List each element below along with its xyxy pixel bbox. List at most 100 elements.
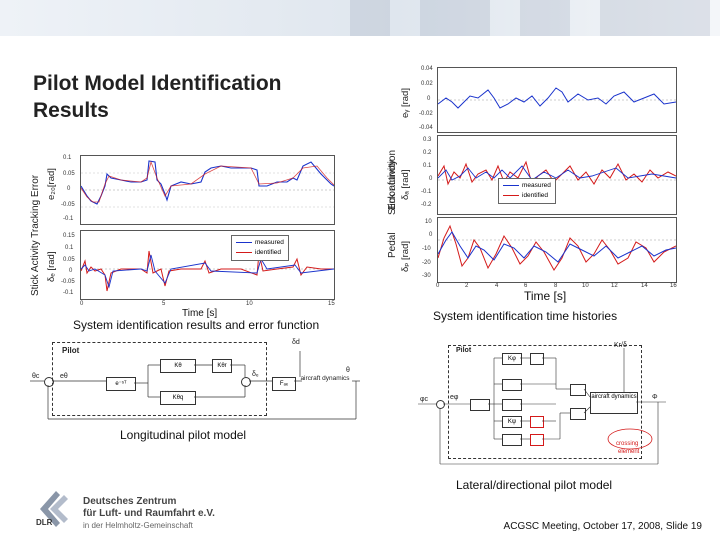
right-top-ytick: -0.04 <box>419 125 433 131</box>
rate-gain-block: Kθq <box>160 391 196 405</box>
left-bottom-ylabel: δₑ [rad] <box>46 251 57 282</box>
right-bottom-ytick: -10 <box>422 246 431 252</box>
lateral-wires <box>418 348 666 465</box>
legend-item-measured: measured <box>236 238 284 248</box>
right-bottom-plot <box>437 224 677 271</box>
legend-label: identified <box>255 249 282 256</box>
right-chart-legend: measured identified <box>498 178 556 204</box>
right-top-panel <box>437 67 677 133</box>
right-stick-ylabel: Stick activity <box>387 159 398 215</box>
right-mid-ytick: 0.3 <box>423 137 432 143</box>
slide-footer-info: ACGSC Meeting, October 17, 2008, Slide 1… <box>503 521 702 532</box>
header-banner <box>0 0 720 36</box>
legend-item-identified: identified <box>236 248 284 258</box>
left-xtick: 0 <box>80 301 84 307</box>
gain-block <box>502 434 522 446</box>
legend-label: measured <box>255 239 284 246</box>
left-bottom-ytick: 0 <box>69 268 73 274</box>
missing-element-label-2: element <box>618 449 640 455</box>
left-chart-legend: measured identified <box>231 235 289 261</box>
right-xtick: 2 <box>465 283 469 289</box>
right-xtick: 12 <box>611 283 618 289</box>
right-top-plot <box>437 87 677 109</box>
logo-line2: für Luft- und Raumfahrt e.V. <box>83 508 215 519</box>
right-xtick: 16 <box>670 283 677 289</box>
left-bottom-ytick: 0.05 <box>63 257 75 263</box>
legend-swatch-blue <box>503 184 519 186</box>
gain-block: Kθ <box>160 359 196 373</box>
right-xtick: 6 <box>524 283 528 289</box>
left-chart-caption: System identification results and error … <box>73 318 320 332</box>
right-stick-unit: δₐ [rad] <box>400 169 411 200</box>
right-bottom-panel <box>437 217 677 283</box>
right-mid-ytick: 0.1 <box>423 163 432 169</box>
left-top-ytick: -0.05 <box>61 202 75 208</box>
right-top-ytick: 0.04 <box>421 66 433 72</box>
right-mid-ytick: 0 <box>429 176 433 182</box>
gain-block <box>530 434 544 446</box>
banner-stripe <box>350 0 390 36</box>
left-bottom-ytick: 0.1 <box>65 245 74 251</box>
transfer-block <box>570 408 586 420</box>
left-top-plot <box>80 160 335 208</box>
input-label: θc <box>32 373 40 380</box>
right-xtick: 0 <box>436 283 440 289</box>
pilot-label: Pilot <box>62 346 80 355</box>
right-xtick: 8 <box>554 283 558 289</box>
right-top-ytick: -0.02 <box>419 111 433 117</box>
right-xlabel: Time [s] <box>524 289 567 303</box>
right-bottom-ytick: 0 <box>429 232 433 238</box>
right-pedal-unit: δₚ [rad] <box>400 240 411 272</box>
error-label: eθ <box>60 373 68 380</box>
roll-gain-block: Kφ <box>502 353 522 365</box>
logo-line1: Deutsches Zentrum <box>83 496 177 507</box>
plant-block: aircraft dynamics <box>590 392 638 414</box>
crossfeed-label: Kr/δ <box>614 342 627 349</box>
delay-block <box>470 399 490 411</box>
input-label: φc <box>420 396 429 403</box>
right-chart-caption: System identification time histories <box>433 309 618 323</box>
longitudinal-wires <box>30 351 360 420</box>
left-outer-ylabel: Stick Activity Tracking Error <box>30 174 41 296</box>
left-xlabel: Time [s] <box>182 308 218 319</box>
left-bottom-ytick: -0.1 <box>63 290 74 296</box>
left-bottom-panel: measured identified <box>80 230 335 300</box>
right-diagram-caption: Lateral/directional pilot model <box>456 478 613 492</box>
right-mid-ytick: -0.1 <box>421 189 432 195</box>
lateral-diagram: Pilot φc eφ Kφ Kψ aircraft dynamics Kr/δ… <box>418 342 668 467</box>
banner-stripe <box>600 0 710 36</box>
k-block: Kθr <box>212 359 232 373</box>
gain-block <box>502 399 522 411</box>
sum-junction-icon <box>44 377 54 387</box>
legend-swatch-red <box>503 194 519 196</box>
right-mid-ytick: 0.2 <box>423 150 432 156</box>
delay-block: e⁻ˢᵀ <box>106 377 136 391</box>
left-top-panel <box>80 155 335 225</box>
right-xtick: 10 <box>582 283 589 289</box>
slide-title: Pilot Model Identification Results <box>33 70 353 124</box>
left-bottom-plot <box>80 250 335 292</box>
legend-label: measured <box>522 182 551 189</box>
pilot-label: Pilot <box>456 347 472 354</box>
banner-stripe <box>520 0 570 36</box>
left-diagram-caption: Longitudinal pilot model <box>120 428 247 442</box>
left-xtick: 15 <box>328 301 335 307</box>
left-xtick: 5 <box>162 301 166 307</box>
plant-label: aircraft dynamics <box>300 375 350 382</box>
left-top-ytick: 0 <box>67 186 71 192</box>
transfer-block <box>570 384 586 396</box>
slide-title-line1: Pilot Model Identification <box>33 72 282 95</box>
missing-element-label: crossing <box>616 441 639 447</box>
left-xtick: 10 <box>246 301 253 307</box>
left-top-ylabel: e₂₀[rad] <box>46 168 57 200</box>
logo-mark-text: DLR <box>36 518 53 527</box>
error-label: eφ <box>450 394 459 401</box>
left-bottom-ytick: -0.05 <box>61 279 75 285</box>
left-top-ytick: 0.1 <box>63 155 72 161</box>
sum-junction-icon <box>436 400 445 409</box>
right-top-ytick: 0.02 <box>421 81 433 87</box>
legend-item-measured: measured <box>503 181 551 191</box>
right-bottom-ytick: -20 <box>422 260 431 266</box>
right-bottom-ytick: -30 <box>422 273 431 279</box>
dlr-logo-icon: DLR <box>36 491 68 527</box>
